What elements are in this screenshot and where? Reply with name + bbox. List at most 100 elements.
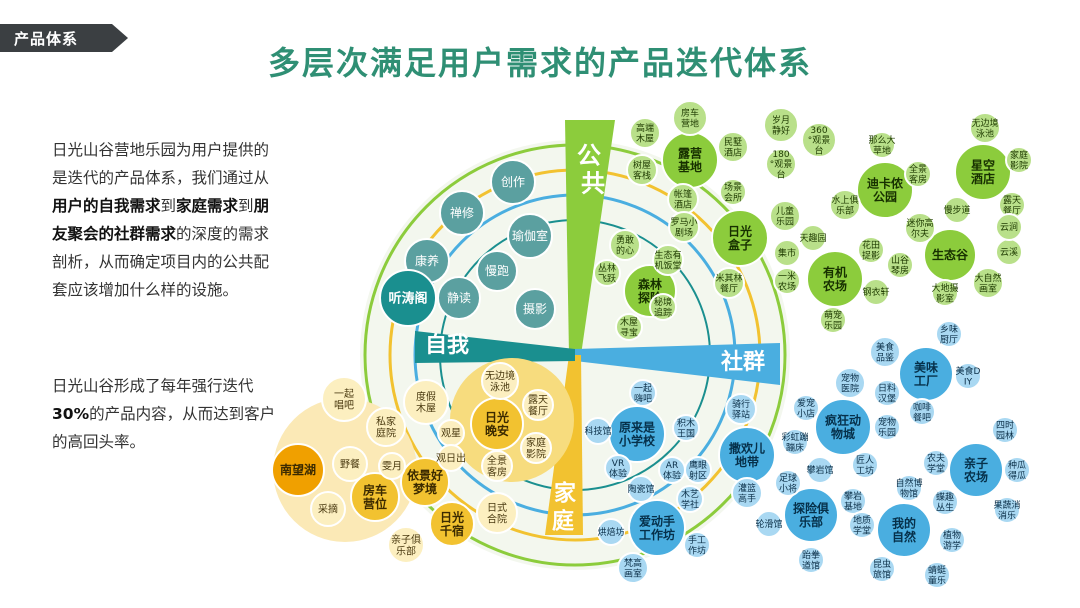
- public-item-9-label: 生态有机饭堂: [654, 249, 681, 271]
- public-item-33-label: 云涧: [1000, 221, 1018, 233]
- social-item-20-bubble: [869, 336, 901, 368]
- family-main-2-bubble: [429, 501, 475, 547]
- social-item-26-label: 农夫学堂: [927, 452, 945, 474]
- public-item-15-label: 360°观景台: [808, 126, 831, 157]
- social-main-2-label: 疯狂动物城: [825, 412, 861, 441]
- social-item-24-label: 乡味厨厅: [940, 323, 958, 345]
- social-item-29-bubble: [993, 496, 1021, 524]
- social-item-30-bubble: [938, 526, 966, 554]
- social-item-25-bubble: [991, 416, 1019, 444]
- social-item-19-bubble: [851, 451, 879, 479]
- public-main-5-label: 星空酒店: [971, 157, 995, 186]
- public-main-1-label: 日光盒子: [727, 223, 752, 252]
- self-item-4-bubble: [476, 250, 518, 292]
- social-item-9-bubble: [597, 518, 625, 546]
- public-item-29-label: 山谷琴房: [891, 255, 909, 276]
- public-main-4-label: 迪卡侬公园: [867, 175, 904, 204]
- public-item-21-label: 家庭影院: [1010, 149, 1028, 171]
- public-item-27-label: 集市: [778, 247, 796, 259]
- social-item-18-bubble: [873, 413, 901, 441]
- social-main-6-label: 探险俱乐部: [793, 500, 829, 529]
- public-item-8-bubble: [609, 229, 641, 261]
- section-label-family-1: 家: [554, 481, 577, 507]
- social-item-13-label: 足球小将: [779, 472, 797, 494]
- self-item-4-label: 慢跑: [485, 264, 509, 278]
- social-item-16-bubble: [834, 367, 866, 399]
- public-item-14-label: 岁月静好: [772, 114, 790, 136]
- public-main-0-label: 露营基地: [677, 145, 702, 174]
- family-item-4-label: 观日出: [436, 452, 466, 465]
- social-item-14-bubble: [781, 428, 809, 456]
- social-item-12-bubble: [731, 477, 763, 509]
- family-item-9-label: 私家庭院: [376, 415, 396, 440]
- public-item-28-label: 一米农场: [778, 270, 796, 292]
- public-item-18-bubble: [829, 189, 861, 221]
- family-item-5-bubble: [520, 432, 552, 464]
- family-item-7-label: 日式合院: [487, 501, 507, 526]
- self-item-2-label: 瑜伽室: [512, 228, 548, 243]
- tag-arrow-shape: [0, 24, 128, 52]
- social-item-36-label: 昆虫旅馆: [873, 558, 891, 580]
- public-main-6-label: 生态谷: [932, 247, 969, 262]
- public-item-12-label: 米其林餐厅: [715, 272, 742, 294]
- social-item-11-label: 梵高画室: [624, 557, 642, 579]
- public-item-18-label: 水上俱乐部: [831, 194, 858, 216]
- public-item-28-bubble: [773, 267, 801, 295]
- public-item-12-bubble: [713, 267, 745, 299]
- social-item-2-label: 积木王国: [677, 417, 695, 439]
- social-item-27-bubble: [1003, 456, 1031, 484]
- social-item-3-bubble: [604, 454, 632, 482]
- public-item-30-bubble: [862, 278, 890, 306]
- social-item-24-bubble: [935, 320, 963, 348]
- social-item-10-label: 手工作坊: [688, 534, 706, 556]
- public-item-8-label: 勇敢的心: [616, 234, 634, 256]
- public-item-5-bubble: [719, 178, 747, 206]
- family-item-10-label: 野餐: [340, 458, 360, 471]
- social-main-7-bubble: [876, 502, 932, 558]
- public-item-3-bubble: [626, 154, 658, 186]
- social-item-1-label: 科技馆: [584, 425, 611, 437]
- wedge-self: [415, 331, 575, 363]
- intro-paragraph-1: 日光山谷营地乐园为用户提供的是迭代的产品体系，我们通过从用户的自我需求到家庭需求…: [52, 141, 270, 299]
- family-main-3-bubble: [350, 472, 400, 522]
- public-item-7-label: 儿童乐园: [776, 205, 794, 227]
- public-item-34-label: 大自然画室: [974, 272, 1001, 294]
- family-main-4-bubble: [271, 443, 325, 497]
- public-item-20-label: 无边境泳池: [971, 117, 998, 139]
- family-item-3-label: 观星: [441, 428, 461, 440]
- social-item-33-label: 自然博物馆: [895, 477, 922, 499]
- social-item-31-bubble: [923, 561, 951, 589]
- self-item-6-label: 摄影: [523, 301, 547, 316]
- public-item-10-label: 丛林飞跃: [598, 262, 616, 284]
- family-item-9-bubble: [366, 407, 406, 447]
- social-item-29-label: 果蔬消消乐: [993, 499, 1020, 521]
- social-main-5-label: 爱动手工作坊: [639, 513, 675, 542]
- social-item-30-label: 植物游学: [943, 529, 961, 551]
- social-item-20-label: 美食品鉴: [876, 341, 894, 363]
- family-item-6-label: 全景客房: [487, 454, 507, 479]
- social-item-31-label: 蜻蜓童乐: [928, 564, 946, 586]
- section-label-social: 社群: [721, 349, 765, 375]
- public-item-1-bubble: [629, 117, 661, 149]
- social-item-36-bubble: [868, 555, 896, 583]
- public-item-17-label: 那么大草地: [868, 134, 895, 156]
- family-item-1-label: 露天餐厅: [528, 394, 548, 418]
- social-main-0-label: 原来是小学校: [619, 419, 656, 448]
- social-item-18-label: 宠物乐园: [878, 416, 896, 438]
- section-label-family-2: 庭: [552, 509, 574, 535]
- family-item-2-label: 度假木屋: [416, 390, 436, 415]
- public-item-31-label: 萌宠乐园: [824, 309, 842, 331]
- social-item-26-bubble: [922, 449, 950, 477]
- public-item-31-bubble: [819, 306, 847, 334]
- public-item-16-label: 180°观景台: [770, 150, 793, 181]
- social-item-25-label: 四时园林: [996, 419, 1014, 441]
- self-item-1-bubble: [439, 190, 485, 236]
- public-item-4-label: 帐篷酒店: [674, 188, 692, 210]
- social-item-21-bubble: [873, 379, 901, 407]
- social-main-4-label: 亲子农场: [963, 455, 988, 484]
- self-item-0-label: 创作: [501, 175, 525, 189]
- public-item-26-label: 迷你高尔夫: [906, 217, 933, 239]
- social-item-16-label: 宠物医院: [841, 372, 859, 394]
